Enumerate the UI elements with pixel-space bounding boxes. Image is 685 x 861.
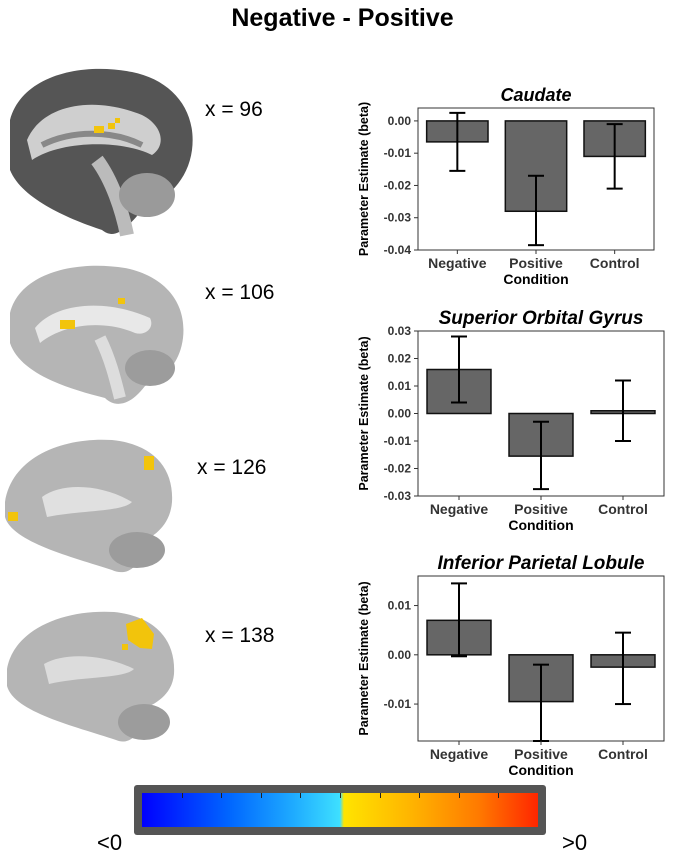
y-tick-label: 0.01	[388, 379, 412, 393]
y-tick-label: 0.01	[388, 599, 412, 613]
caudate-chart: Caudate 0.00 -0.01 -0.02 -0.03 -0.04 Parameter…	[352, 85, 682, 288]
x-axis-label: Condition	[508, 762, 573, 778]
chart-title: Superior Orbital Gyrus	[439, 308, 644, 329]
x-tick-label: Positive	[514, 746, 568, 762]
colorbar-gradient	[142, 793, 538, 827]
y-tick-label: 0.02	[388, 352, 412, 366]
x-tick-label: Control	[590, 255, 640, 271]
x-axis-label: Condition	[508, 517, 573, 533]
y-tick-label: -0.03	[384, 489, 412, 503]
x-tick-label: Negative	[430, 501, 489, 517]
y-axis-label: Parameter Estimate (beta)	[357, 336, 371, 490]
x-tick-label: Control	[598, 501, 648, 517]
y-tick-label: -0.02	[384, 462, 412, 476]
x-tick-label: Positive	[509, 255, 563, 271]
colorbar-max-label: >0	[562, 830, 588, 855]
x-axis-label: Condition	[503, 271, 568, 287]
figure-title: Negative - Positive	[231, 4, 454, 32]
x-tick-label: Negative	[428, 255, 487, 271]
y-tick-label: 0.00	[388, 648, 412, 662]
slice-label-3: x = 126	[197, 456, 267, 479]
y-tick-label: -0.02	[384, 178, 412, 192]
slice-label-2: x = 106	[205, 281, 275, 304]
slice-label-4: x = 138	[205, 624, 275, 647]
y-tick-label: 0.00	[388, 407, 412, 421]
superior-orbital-gyrus-chart: Superior Orbital Gyrus 0.03 0.02 0.01 0.00 -0…	[352, 303, 682, 538]
y-tick-label: -0.01	[384, 434, 412, 448]
y-axis-label: Parameter Estimate (beta)	[357, 581, 371, 735]
y-tick-label: -0.03	[384, 211, 412, 225]
y-tick-label: -0.04	[384, 243, 412, 257]
brain-slice-4	[7, 611, 175, 742]
y-tick-label: 0.03	[388, 324, 412, 338]
chart-title: Caudate	[500, 85, 571, 105]
x-tick-label: Positive	[514, 501, 568, 517]
brain-slice-1	[10, 68, 193, 237]
colorbar-min-label: <0	[97, 830, 123, 855]
brain-slice-3	[5, 439, 173, 573]
brain-slice-2	[10, 265, 184, 404]
colorbar	[134, 785, 546, 835]
chart-title: Inferior Parietal Lobule	[438, 553, 645, 574]
y-tick-label: -0.01	[384, 697, 412, 711]
x-tick-label: Control	[598, 746, 648, 762]
y-axis-label: Parameter Estimate (beta)	[357, 102, 371, 256]
y-tick-label: -0.01	[384, 146, 412, 160]
slice-label-1: x = 96	[205, 98, 263, 121]
y-tick-label: 0.00	[388, 114, 412, 128]
inferior-parietal-lobule-chart: Inferior Parietal Lobule 0.01 0.00 -0.01 Par…	[352, 548, 682, 783]
x-tick-label: Negative	[430, 746, 489, 762]
